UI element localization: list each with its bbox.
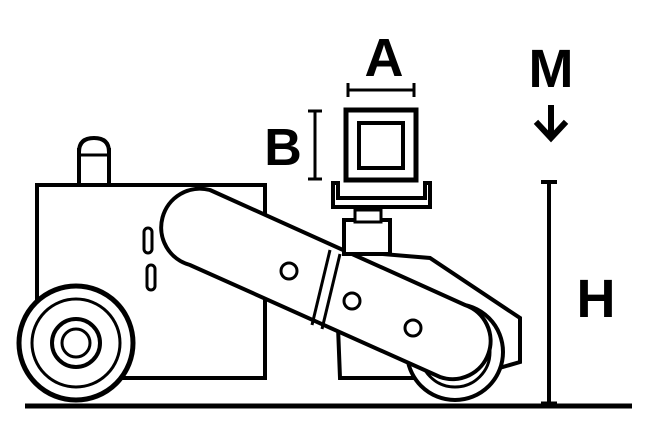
- dimension-a: [346, 83, 416, 97]
- height-label: H: [577, 269, 616, 329]
- front-wheel: [16, 283, 136, 403]
- dimension-b: [308, 109, 322, 181]
- pivot-pin: [342, 291, 362, 311]
- dimension-h: [541, 180, 557, 407]
- pivot-pin: [403, 318, 423, 338]
- body-slot: [142, 226, 154, 255]
- pivot-pin: [279, 261, 299, 281]
- dimension-a-label: A: [365, 28, 404, 88]
- arrow-down-icon: [533, 105, 569, 143]
- mass-label: M: [529, 39, 574, 99]
- dimension-b-label: B: [264, 119, 302, 177]
- beacon-light: [77, 135, 111, 187]
- lift-collar: [353, 208, 383, 224]
- load-box-inner: [357, 121, 405, 170]
- body-slot: [145, 263, 157, 292]
- boom-arm: [159, 186, 493, 382]
- load-cradle: [331, 181, 432, 209]
- lift-column: [342, 218, 392, 256]
